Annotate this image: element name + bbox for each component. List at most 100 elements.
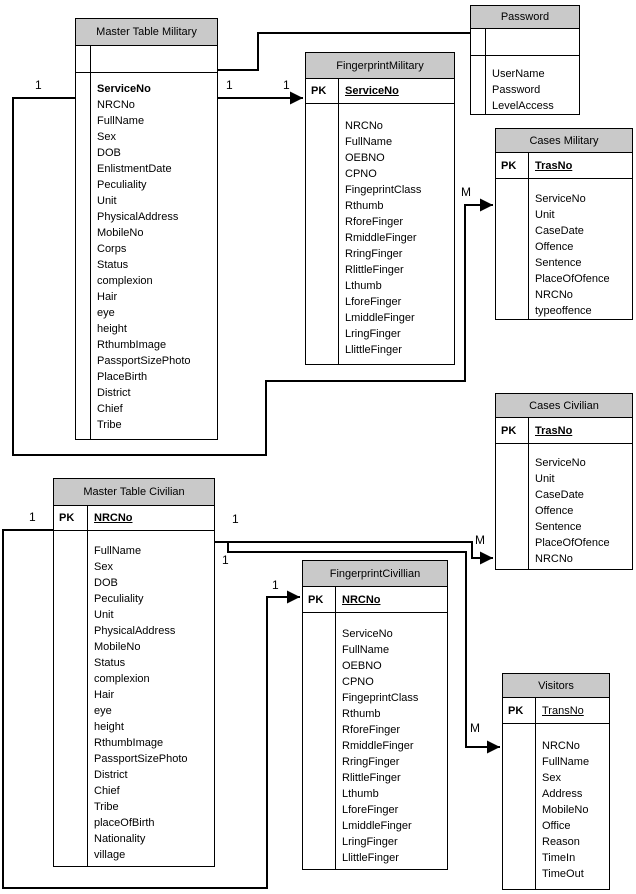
table-title: Master Table Military bbox=[76, 19, 217, 46]
pk-cell: PK bbox=[303, 587, 336, 612]
field: Sentence bbox=[535, 521, 582, 533]
field: FullName bbox=[97, 115, 145, 127]
cardinality-label: 1 bbox=[272, 578, 279, 592]
field: ServiceNo bbox=[535, 193, 586, 205]
field: OEBNO bbox=[345, 152, 385, 164]
pk-cell: PK bbox=[496, 153, 529, 178]
field: NRCNo bbox=[535, 553, 573, 565]
pk-row: PK NRCNo bbox=[54, 506, 214, 531]
field: Sex bbox=[94, 561, 113, 573]
field: FingeprintClass bbox=[345, 184, 422, 196]
pk-field: NRCNo bbox=[94, 512, 133, 524]
field: Unit bbox=[97, 195, 117, 207]
field: village bbox=[94, 849, 126, 861]
line-master-civilian-cases-civilian bbox=[215, 541, 493, 565]
field: CaseDate bbox=[535, 225, 584, 237]
field: TimeOut bbox=[542, 868, 584, 880]
field: TimeIn bbox=[542, 852, 576, 864]
field: CaseDate bbox=[535, 489, 584, 501]
field: Peculiality bbox=[94, 593, 144, 605]
field: District bbox=[97, 387, 131, 399]
field: RforeFinger bbox=[342, 724, 401, 736]
pk-row: PK TrasNo bbox=[496, 418, 632, 444]
field: PassportSizePhoto bbox=[97, 355, 191, 367]
field: LevelAccess bbox=[492, 100, 554, 112]
pk-cell: PK bbox=[54, 506, 88, 530]
field: RthumbImage bbox=[97, 339, 167, 351]
field: DOB bbox=[97, 147, 121, 159]
pk-field: TransNo bbox=[542, 704, 584, 717]
field: RringFinger bbox=[345, 248, 403, 260]
field: LforeFinger bbox=[345, 296, 402, 308]
field: ServiceNo bbox=[97, 83, 151, 95]
pk-field: ServiceNo bbox=[345, 85, 399, 97]
field: Reason bbox=[542, 836, 580, 848]
pk-column bbox=[471, 56, 486, 114]
field: Rthumb bbox=[345, 200, 384, 212]
field: Lthumb bbox=[345, 280, 382, 292]
table-title: FingerprintCivillian bbox=[303, 561, 447, 587]
field: Hair bbox=[94, 689, 115, 701]
field: Address bbox=[542, 788, 583, 800]
field: RforeFinger bbox=[345, 216, 404, 228]
field: MobileNo bbox=[97, 227, 144, 239]
pk-column bbox=[76, 73, 91, 439]
field: FullName bbox=[345, 136, 393, 148]
field: Corps bbox=[97, 243, 127, 255]
cardinality-label: M bbox=[475, 533, 485, 547]
field: RmiddleFinger bbox=[342, 740, 414, 752]
field: Chief bbox=[97, 403, 123, 415]
pk-row: PK TransNo bbox=[503, 698, 609, 724]
pk-column bbox=[54, 531, 88, 866]
field: MobileNo bbox=[94, 641, 141, 653]
pk-cell: PK bbox=[496, 418, 529, 443]
field: Unit bbox=[94, 609, 114, 621]
field: RringFinger bbox=[342, 756, 400, 768]
table-title: Cases Military bbox=[496, 129, 632, 153]
field: RlittleFinger bbox=[345, 264, 404, 276]
field: Nationality bbox=[94, 833, 146, 845]
table-title: Master Table Civilian bbox=[54, 479, 214, 506]
field: Status bbox=[94, 657, 126, 669]
field: height bbox=[97, 323, 127, 335]
pk-cell bbox=[76, 46, 91, 72]
cardinality-label: 1 bbox=[226, 78, 233, 92]
cardinality-label: 1 bbox=[35, 78, 42, 92]
pk-field: TrasNo bbox=[535, 159, 573, 172]
cardinality-label: 1 bbox=[222, 553, 229, 567]
pk-cell: PK bbox=[503, 698, 536, 723]
field: CPNO bbox=[342, 676, 374, 688]
field: EnlistmentDate bbox=[97, 163, 172, 175]
cardinality-label: 1 bbox=[283, 78, 290, 92]
field: OEBNO bbox=[342, 660, 382, 672]
field: PlaceOfOfence bbox=[535, 537, 610, 549]
field: MobileNo bbox=[542, 804, 589, 816]
field: eye bbox=[94, 705, 112, 717]
pk-column bbox=[496, 179, 529, 319]
table-title: Visitors bbox=[503, 674, 609, 698]
pk-cell bbox=[471, 29, 486, 55]
field: Tribe bbox=[94, 801, 119, 813]
field: Peculiality bbox=[97, 179, 147, 191]
field: ServiceNo bbox=[342, 628, 393, 640]
field: UserName bbox=[492, 68, 545, 80]
pk-column bbox=[496, 444, 529, 569]
field: PlaceOfOfence bbox=[535, 273, 610, 285]
